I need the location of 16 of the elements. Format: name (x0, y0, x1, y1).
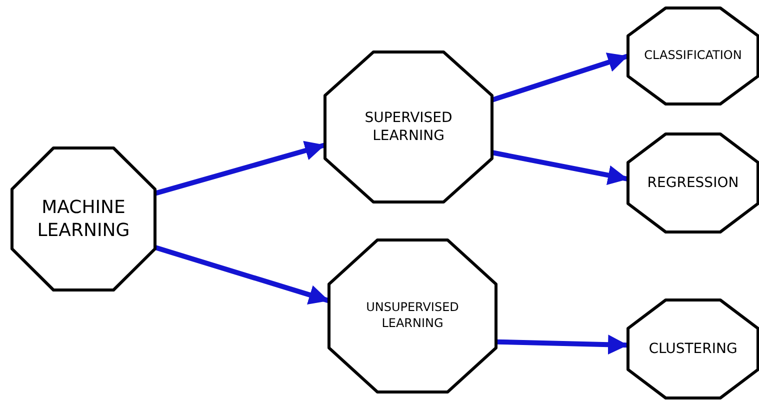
octagon (628, 300, 758, 398)
arrow (492, 150, 628, 186)
octagon (329, 240, 496, 392)
octagon (628, 8, 758, 104)
octagon (12, 148, 155, 290)
node-label: CLUSTERING (648, 340, 738, 358)
node-label: MACHINE LEARNING (36, 196, 131, 242)
arrow (491, 52, 629, 102)
node-label: REGRESSION (647, 174, 739, 192)
node-label: CLASSIFICATION (644, 48, 742, 64)
node-label: SUPERVISED LEARNING (364, 108, 454, 146)
node-label: UNSUPERVISED LEARNING (365, 300, 460, 332)
octagon (628, 134, 758, 232)
arrow (496, 334, 628, 355)
octagon (325, 52, 492, 202)
arrow (154, 245, 330, 304)
